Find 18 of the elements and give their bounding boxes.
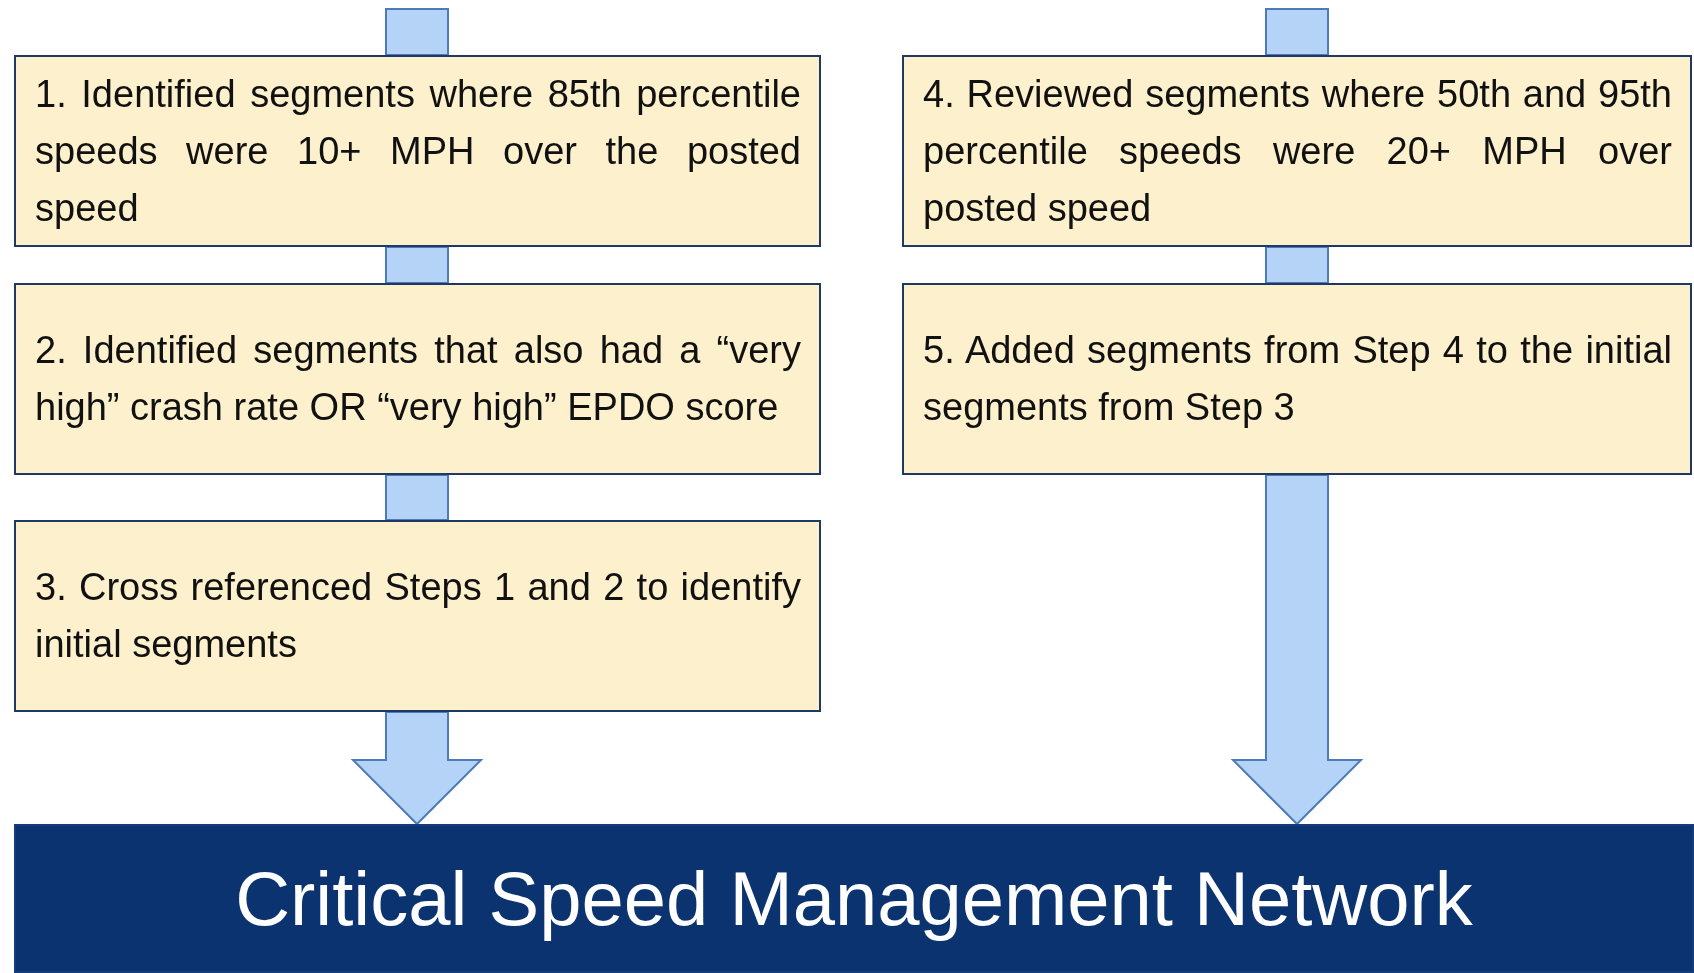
step-box	[902, 283, 1692, 475]
step-box	[14, 283, 821, 475]
step-text: 1. Identified segments where 85th percentile speeds were 10+ MPH over the posted speed	[35, 71, 801, 231]
step-text: 5. Added segments from Step 4 to the initial segments from Step 3	[923, 328, 1672, 430]
arrow-shaft	[385, 8, 449, 56]
arrow-shaft	[1265, 246, 1329, 284]
step-text: 3. Cross referenced Steps 1 and 2 to identify initial segments	[35, 565, 801, 667]
arrow-shaft	[385, 246, 449, 284]
step-text: 2. Identified segments that also had a “very high” crash rate OR “very high” EPDO score	[35, 328, 801, 430]
arrow-shaft	[1265, 8, 1329, 56]
step-text: 4. Reviewed segments where 50th and 95th percentile speeds were 20+ MPH over posted speed	[923, 71, 1672, 231]
step-box	[14, 55, 821, 247]
step-box	[902, 55, 1692, 247]
block-arrow	[350, 711, 484, 826]
block-arrow	[1230, 474, 1364, 826]
arrow-shaft	[385, 474, 449, 521]
step-box	[14, 520, 821, 712]
result-banner	[14, 824, 1694, 973]
